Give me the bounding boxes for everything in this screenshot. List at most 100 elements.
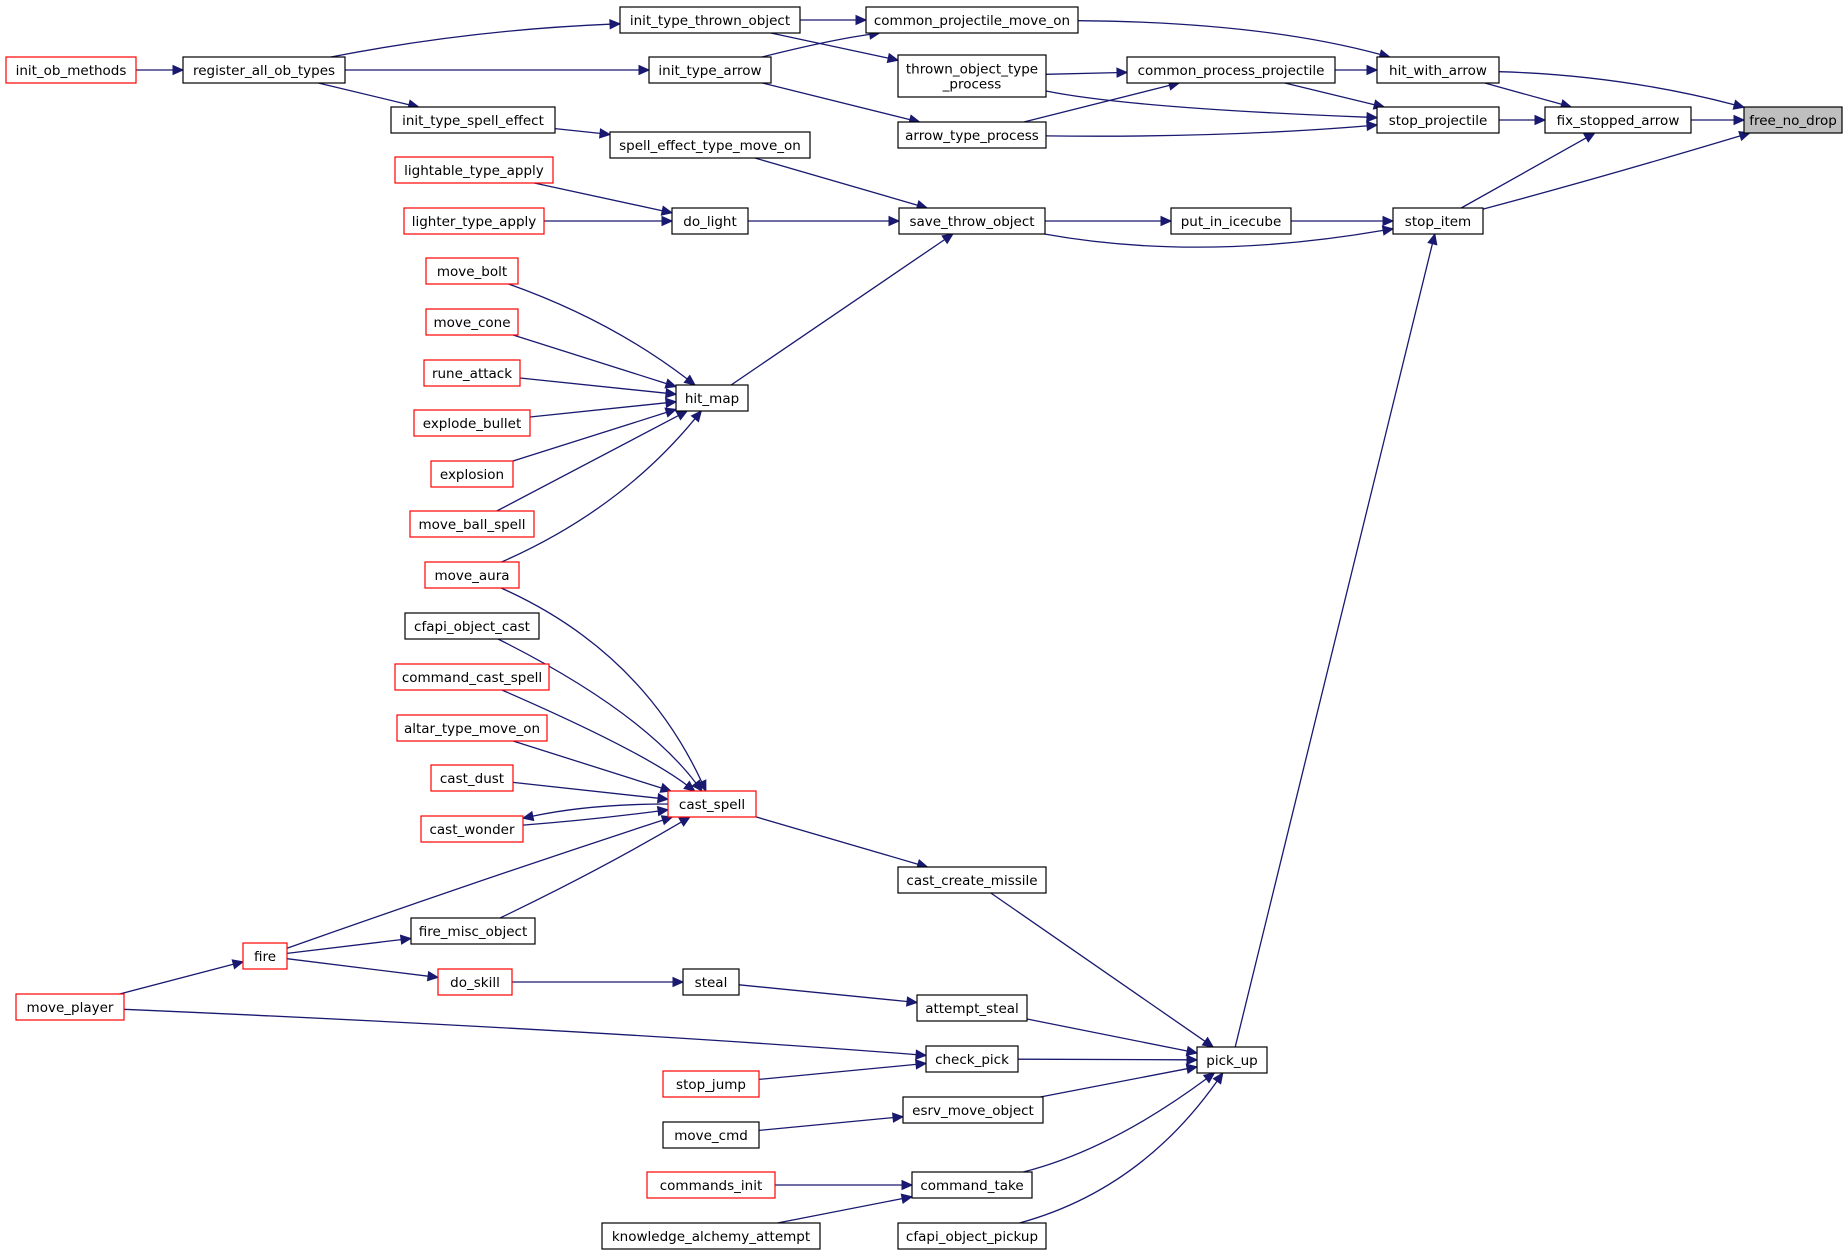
edge-common-process-projectile-to-hit-with-arrow [1335,64,1379,76]
node-common-process-projectile[interactable]: common_process_projectile [1126,56,1336,84]
node-box [1743,106,1843,134]
node-label: common_projectile_move_on [874,13,1070,29]
edge-command-take-to-pick-up [1023,1072,1216,1173]
node-label: spell_effect_type_move_on [619,138,801,154]
node-cast-dust[interactable]: cast_dust [430,764,514,792]
edge-fix-stopped-arrow-to-free-no-drop [1691,114,1746,126]
node-label: cast_spell [679,797,745,813]
node-fire[interactable]: fire [242,942,288,970]
edge-command-cast-spell-to-cast-spell [501,689,696,792]
node-label: stop_item [1405,214,1471,230]
node-hit-map[interactable]: hit_map [675,384,749,412]
node-label: cfapi_object_cast [414,619,530,635]
node-move-bolt[interactable]: move_bolt [425,257,519,285]
edge-hit-with-arrow-to-free-no-drop [1498,71,1746,110]
node-check-pick[interactable]: check_pick [925,1045,1019,1073]
node-cast-wonder[interactable]: cast_wonder [420,815,524,843]
node-lighter-type-apply[interactable]: lighter_type_apply [403,207,545,235]
node-steal[interactable]: steal [682,968,740,996]
node-box [430,460,514,488]
node-register-all-ob-types[interactable]: register_all_ob_types [182,56,346,84]
node-box [671,207,749,235]
node-cfapi-object-pickup[interactable]: cfapi_object_pickup [897,1222,1047,1250]
node-label: _process [942,77,1002,93]
node-put-in-icecube[interactable]: put_in_icecube [1170,207,1292,235]
node-box [902,1096,1044,1124]
edge-move-aura-to-cast-spell [500,587,707,793]
node-common-projectile-move-on[interactable]: common_projectile_move_on [865,6,1079,34]
edge-cast-wonder-to-cast-spell [522,805,670,826]
node-label: pick_up [1206,1053,1257,1069]
node-box [662,1070,760,1098]
node-command-take[interactable]: command_take [911,1171,1033,1199]
edge-layer [119,14,1751,1224]
edge-fire-to-do-skill [286,958,440,982]
node-do-light[interactable]: do_light [671,207,749,235]
node-stop-projectile[interactable]: stop_projectile [1376,106,1500,134]
node-thrown-object-type-process[interactable]: thrown_object_type_process [897,54,1047,98]
node-explosion[interactable]: explosion [430,460,514,488]
edge-move-player-to-check-pick [123,1008,928,1060]
node-pick-up[interactable]: pick_up [1196,1046,1268,1074]
node-init-type-spell-effect[interactable]: init_type_spell_effect [390,106,556,134]
node-move-cone[interactable]: move_cone [425,308,519,336]
node-cfapi-object-cast[interactable]: cfapi_object_cast [404,612,540,640]
node-attempt-steal[interactable]: attempt_steal [916,994,1028,1022]
edge-init-ob-methods-to-register-all-ob-types [136,64,185,76]
node-label: cfapi_object_pickup [906,1229,1038,1245]
node-label: move_ball_spell [419,517,526,533]
node-box [648,56,772,84]
node-command-cast-spell[interactable]: command_cast_spell [394,663,550,691]
node-rune-attack[interactable]: rune_attack [423,359,521,387]
node-label: move_player [27,1000,114,1016]
edge-fire-to-cast-spell [286,815,674,949]
node-move-aura[interactable]: move_aura [424,561,520,589]
node-knowledge-alchemy-attempt[interactable]: knowledge_alchemy_attempt [601,1222,821,1250]
node-label: move_aura [434,568,509,584]
node-move-cmd[interactable]: move_cmd [662,1121,760,1149]
node-commands-init[interactable]: commands_init [646,1171,776,1199]
node-label: fire_misc_object [419,924,528,940]
edge-put-in-icecube-to-stop-item [1291,215,1395,227]
node-arrow-type-process[interactable]: arrow_type_process [897,121,1047,149]
node-do-skill[interactable]: do_skill [437,968,513,996]
node-fix-stopped-arrow[interactable]: fix_stopped_arrow [1544,106,1692,134]
node-label: hit_with_arrow [1389,63,1487,79]
node-label: explosion [440,467,504,483]
node-save-throw-object[interactable]: save_throw_object [898,207,1046,235]
edge-fire-misc-object-to-cast-spell [499,816,691,919]
node-lightable-type-apply[interactable]: lightable_type_apply [394,156,554,184]
node-label: knowledge_alchemy_attempt [612,1229,810,1245]
node-box [413,409,531,437]
node-init-type-arrow[interactable]: init_type_arrow [648,56,772,84]
node-box [430,764,514,792]
node-label: rune_attack [432,366,512,382]
node-init-ob-methods[interactable]: init_ob_methods [5,56,137,84]
node-explode-bullet[interactable]: explode_bullet [413,409,531,437]
node-cast-spell[interactable]: cast_spell [667,790,757,818]
node-stop-item[interactable]: stop_item [1392,207,1484,235]
node-label: register_all_ob_types [193,63,335,79]
edge-explosion-to-hit-map [512,407,678,462]
edge-lighter-type-apply-to-do-light [544,215,674,227]
node-label: fix_stopped_arrow [1557,113,1680,129]
node-hit-with-arrow[interactable]: hit_with_arrow [1376,56,1500,84]
node-stop-jump[interactable]: stop_jump [662,1070,760,1098]
edge-knowledge-alchemy-attempt-to-command-take [777,1193,914,1224]
node-label: arrow_type_process [905,128,1039,144]
node-label: init_type_arrow [658,63,761,79]
node-move-ball-spell[interactable]: move_ball_spell [409,510,535,538]
node-move-player[interactable]: move_player [15,993,125,1021]
node-spell-effect-type-move-on[interactable]: spell_effect_type_move_on [609,131,811,159]
node-label: cast_create_missile [906,873,1037,889]
node-init-type-thrown-object[interactable]: init_type_thrown_object [619,6,801,34]
node-label: init_ob_methods [16,63,127,79]
edge-save-throw-object-to-put-in-icecube [1045,215,1173,227]
edge-init-type-thrown-object-to-thrown-object-type-process [770,32,900,64]
node-box [409,510,535,538]
node-box [425,257,519,285]
node-esrv-move-object[interactable]: esrv_move_object [902,1096,1044,1124]
node-cast-create-missile[interactable]: cast_create_missile [897,866,1047,894]
node-altar-type-move-on[interactable]: altar_type_move_on [396,714,548,742]
node-fire-misc-object[interactable]: fire_misc_object [410,917,536,945]
